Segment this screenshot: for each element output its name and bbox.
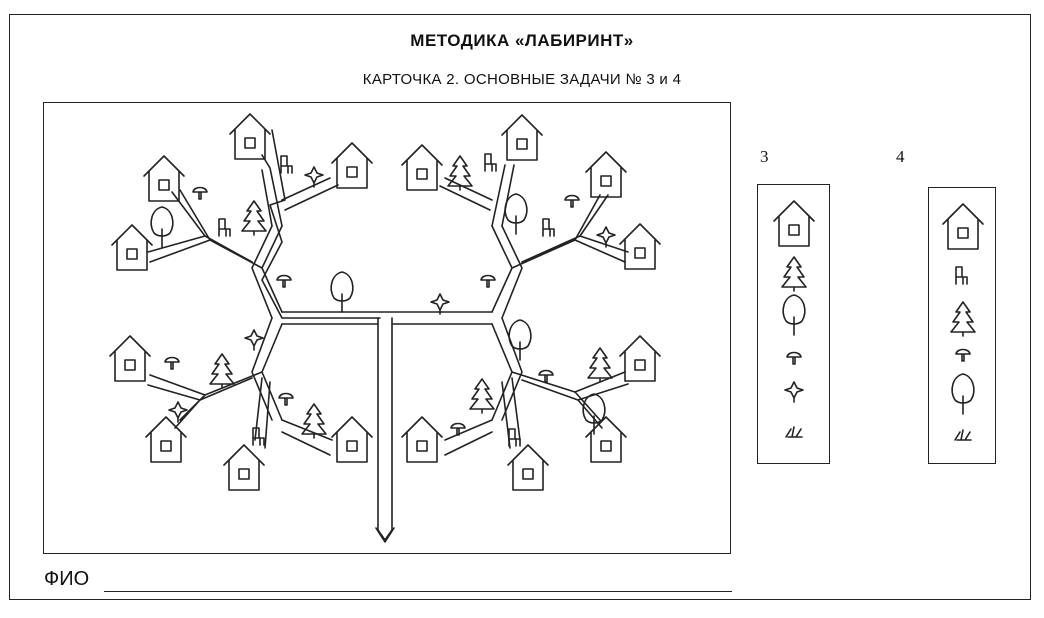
mushroom-icon <box>278 392 294 406</box>
flower-icon <box>430 293 450 315</box>
chair-icon <box>252 427 265 446</box>
fir-tree-icon <box>781 256 807 292</box>
name-field-label: ФИО <box>44 568 90 590</box>
name-field-line[interactable] <box>104 591 732 592</box>
fir-tree-icon <box>209 353 235 389</box>
mushroom-icon <box>192 186 208 200</box>
fir-tree-icon <box>469 378 495 414</box>
mushroom-icon <box>164 356 180 370</box>
chair-icon <box>218 218 231 237</box>
flower-icon <box>596 226 616 248</box>
task-number-3: 3 <box>760 147 769 166</box>
grass-icon <box>954 429 972 441</box>
mushroom-icon <box>450 422 466 436</box>
fir-tree-icon <box>301 403 327 439</box>
task-card-4 <box>928 187 996 464</box>
flower-icon <box>784 381 804 403</box>
deciduous-tree-icon <box>330 271 354 313</box>
chair-icon <box>484 153 497 172</box>
fir-tree-icon <box>241 200 267 236</box>
fir-tree-icon <box>950 301 976 337</box>
fir-tree-icon <box>447 155 473 191</box>
deciduous-tree-icon <box>782 294 806 336</box>
deciduous-tree-icon <box>508 319 532 361</box>
task-number-4: 4 <box>896 147 905 166</box>
chair-icon <box>542 218 555 237</box>
maze-frame <box>43 102 731 554</box>
house-icon <box>773 200 815 247</box>
chair-icon <box>955 266 968 285</box>
fir-tree-icon <box>587 347 613 383</box>
flower-icon <box>244 329 264 351</box>
deciduous-tree-icon <box>150 206 174 248</box>
chair-icon <box>280 155 293 174</box>
deciduous-tree-icon <box>504 193 528 235</box>
page-subtitle: КАРТОЧКА 2. ОСНОВНЫЕ ЗАДАЧИ № 3 и 4 <box>362 71 682 88</box>
flower-icon <box>304 166 324 188</box>
flower-icon <box>168 401 188 423</box>
mushroom-icon <box>276 274 292 288</box>
chair-icon <box>508 428 521 447</box>
house-icon <box>942 203 984 250</box>
mushroom-icon <box>564 194 580 208</box>
deciduous-tree-icon <box>951 373 975 415</box>
mushroom-icon <box>538 369 554 383</box>
page-title: МЕТОДИКА «ЛАБИРИНТ» <box>410 31 634 50</box>
mushroom-icon <box>955 348 971 362</box>
task-card-3 <box>757 184 830 464</box>
mushroom-icon <box>786 351 802 365</box>
worksheet-border <box>9 14 1031 600</box>
grass-icon <box>785 426 803 438</box>
deciduous-tree-icon <box>582 393 606 435</box>
mushroom-icon <box>480 274 496 288</box>
